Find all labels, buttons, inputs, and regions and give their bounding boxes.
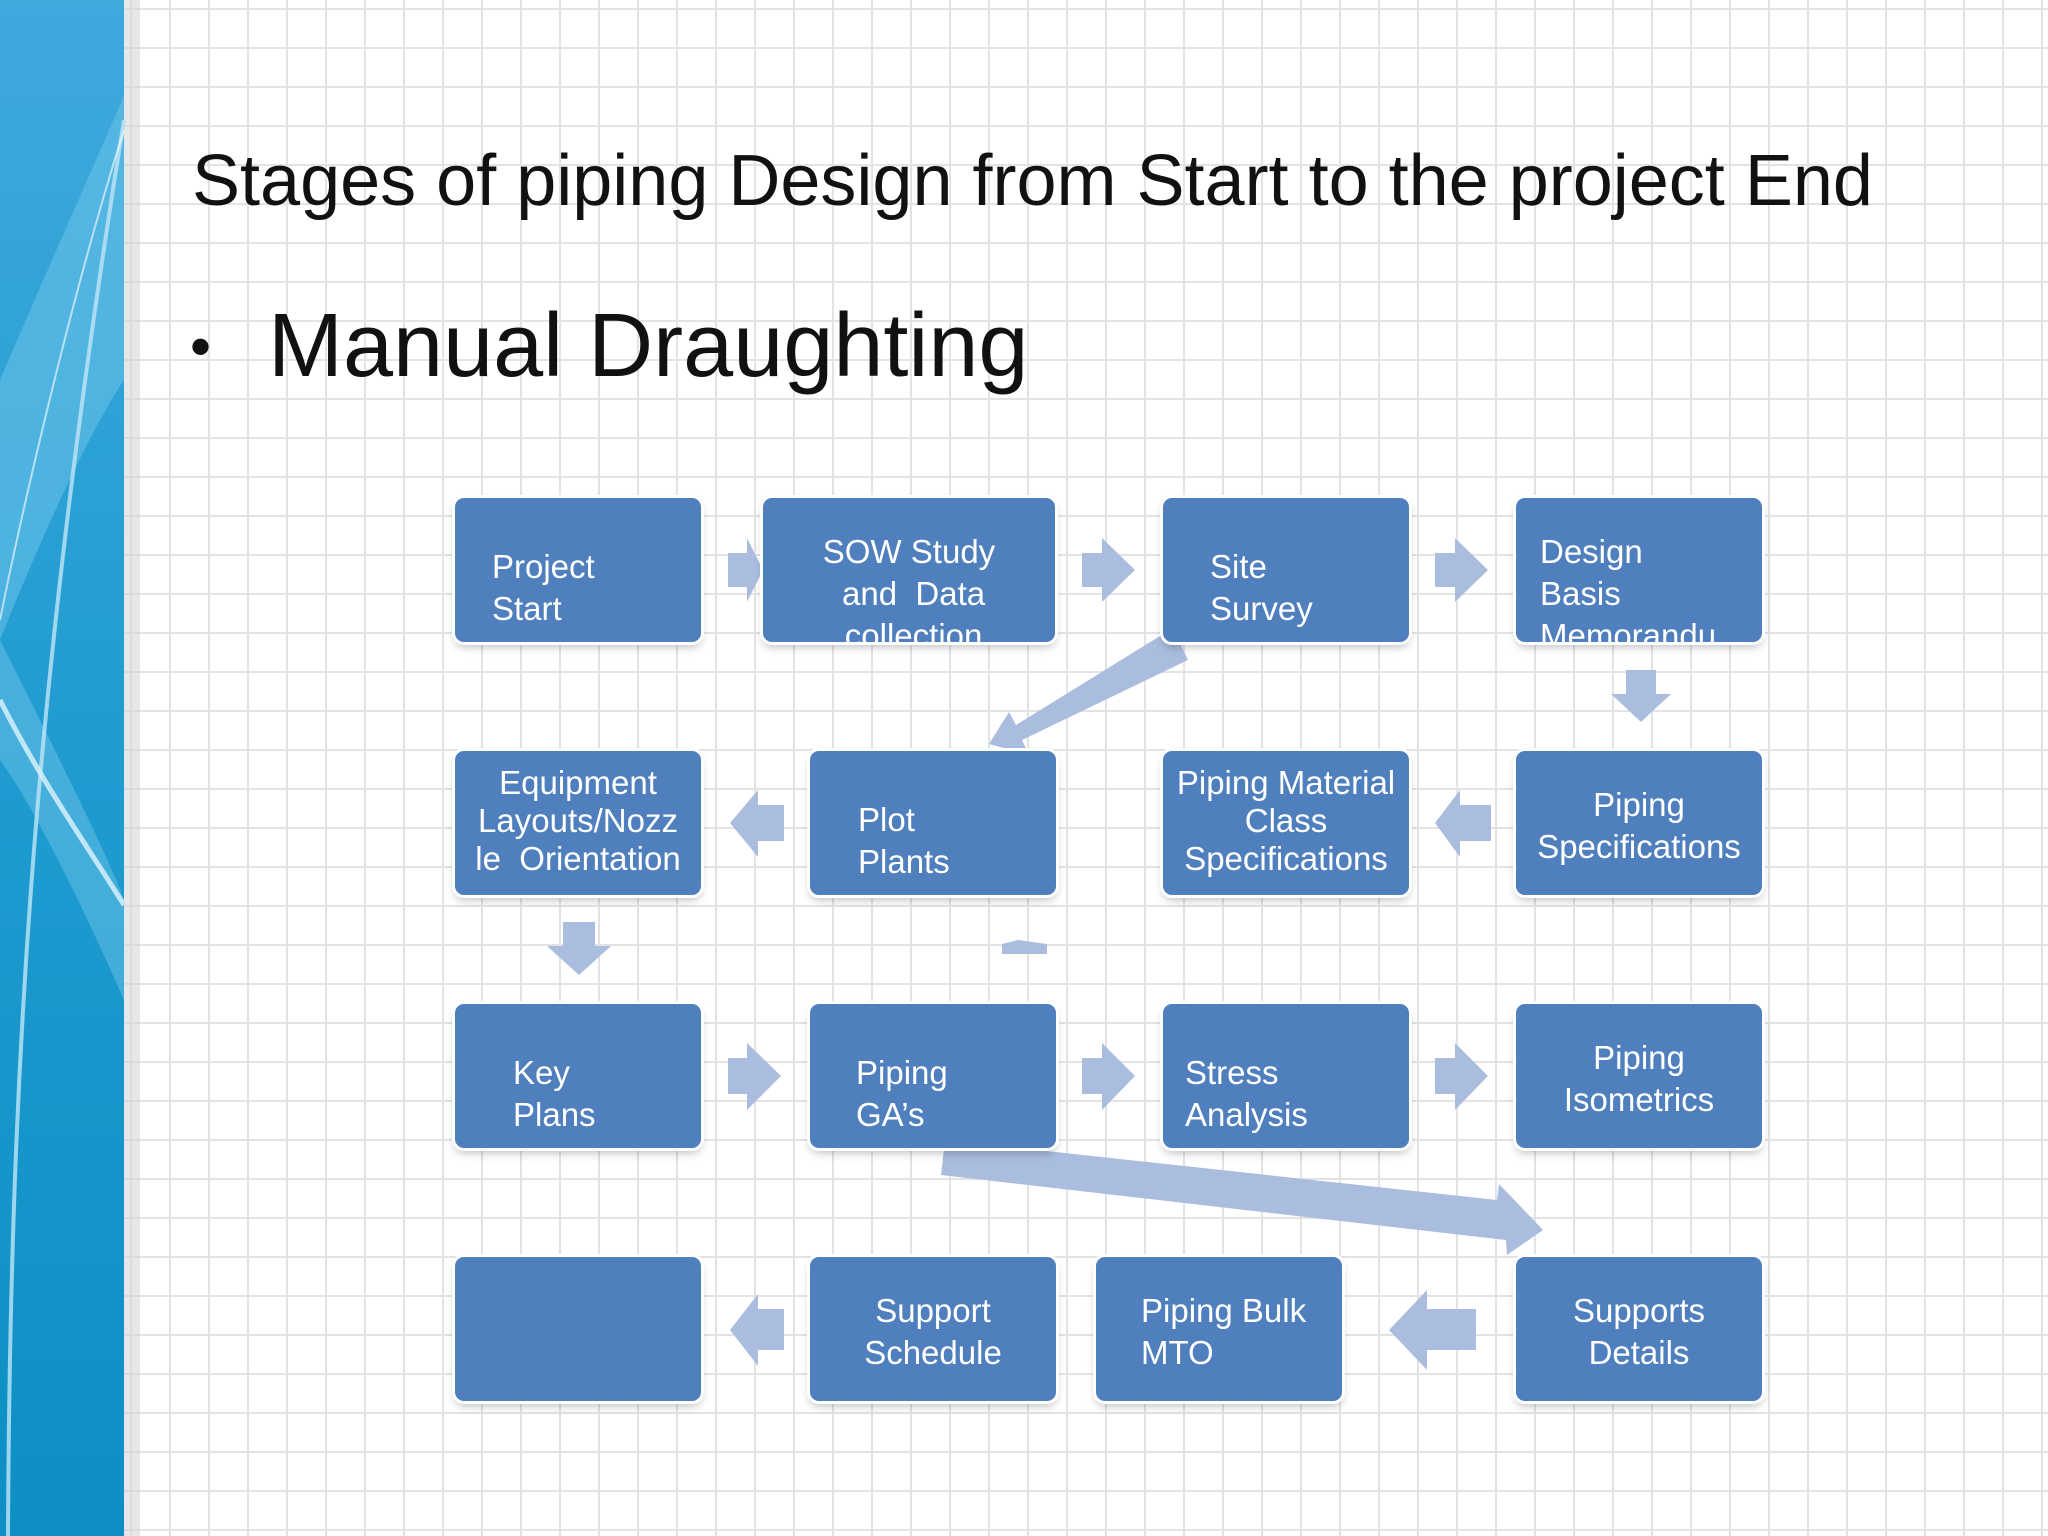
minor-connector [1002,940,1047,954]
arrow-right-icon [728,538,763,602]
stage-box-plot-plants: Plot Plants [810,751,1056,895]
arrow-left-icon [730,1294,784,1366]
stage-box-project-start: Project Start [455,498,701,642]
stage-label: Key Plans [513,1054,596,1133]
stage-box-piping-bulk-mto: Piping Bulk MTO [1096,1257,1342,1401]
stage-label: Support Schedule [864,1292,1002,1371]
stage-box-support-schedule: Support Schedule [810,1257,1056,1401]
stage-label: Design Basis Memorandu [1540,533,1717,642]
stage-box-sow-study: SOW Study and Data collection [763,498,1055,642]
arrow-left-icon [1389,1290,1476,1370]
slide-title: Stages of piping Design from Start to th… [192,141,1873,221]
arrow-right-icon [728,1043,781,1110]
stage-box-blank [455,1257,701,1401]
stage-label: Equipment Layouts/Nozz le Orientation [475,764,681,877]
stage-label: Project Start [492,548,595,627]
stage-box-key-plans: Key Plans [455,1004,701,1148]
stage-label: Piping Material Class Specifications [1176,764,1396,877]
bullet-item: • Manual Draughting [190,295,1028,398]
diagonal-arrow-icon [941,1140,1543,1255]
stage-box-piping-isometrics: Piping Isometrics [1516,1004,1762,1148]
stage-label: Stress Analysis [1185,1054,1308,1133]
arrow-right-icon [1435,1043,1488,1110]
bullet-text: Manual Draughting [268,296,1029,396]
arrow-right-icon [1082,538,1135,602]
arrow-left-icon [1435,790,1491,857]
diagonal-arrow-icon [989,628,1188,755]
stage-label: Supports Details [1572,1292,1706,1371]
arrow-left-icon [730,790,784,857]
stage-label: Plot Plants [858,801,950,880]
stage-box-equipment-layouts: Equipment Layouts/Nozz le Orientation [455,751,701,895]
stage-box-supports-details: Supports Details [1516,1257,1762,1401]
stage-box-piping-gas: Piping GA’s [810,1004,1056,1148]
stage-label: Piping Specifications [1537,786,1741,865]
stage-label: Piping Bulk MTO [1141,1292,1307,1371]
stage-label: Piping Isometrics [1563,1039,1715,1118]
stage-box-design-basis: Design Basis Memorandu [1516,498,1762,642]
stage-box-piping-specifications: Piping Specifications [1516,751,1762,895]
stage-box-stress-analysis: Stress Analysis [1163,1004,1409,1148]
arrow-right-icon [1435,538,1488,602]
arrow-down-icon [1611,670,1671,722]
arrow-down-icon [547,922,611,975]
stage-box-piping-material-class: Piping Material Class Specifications [1163,751,1409,895]
stage-label: SOW Study and Data collection [822,533,996,642]
decorative-side-panel [0,0,140,1536]
arrow-right-icon [1082,1043,1135,1110]
stage-box-site-survey: Site Survey [1163,498,1409,642]
stage-label: Piping GA’s [856,1054,948,1133]
stage-label: Site Survey [1210,548,1313,627]
bullet-glyph: • [190,313,212,380]
